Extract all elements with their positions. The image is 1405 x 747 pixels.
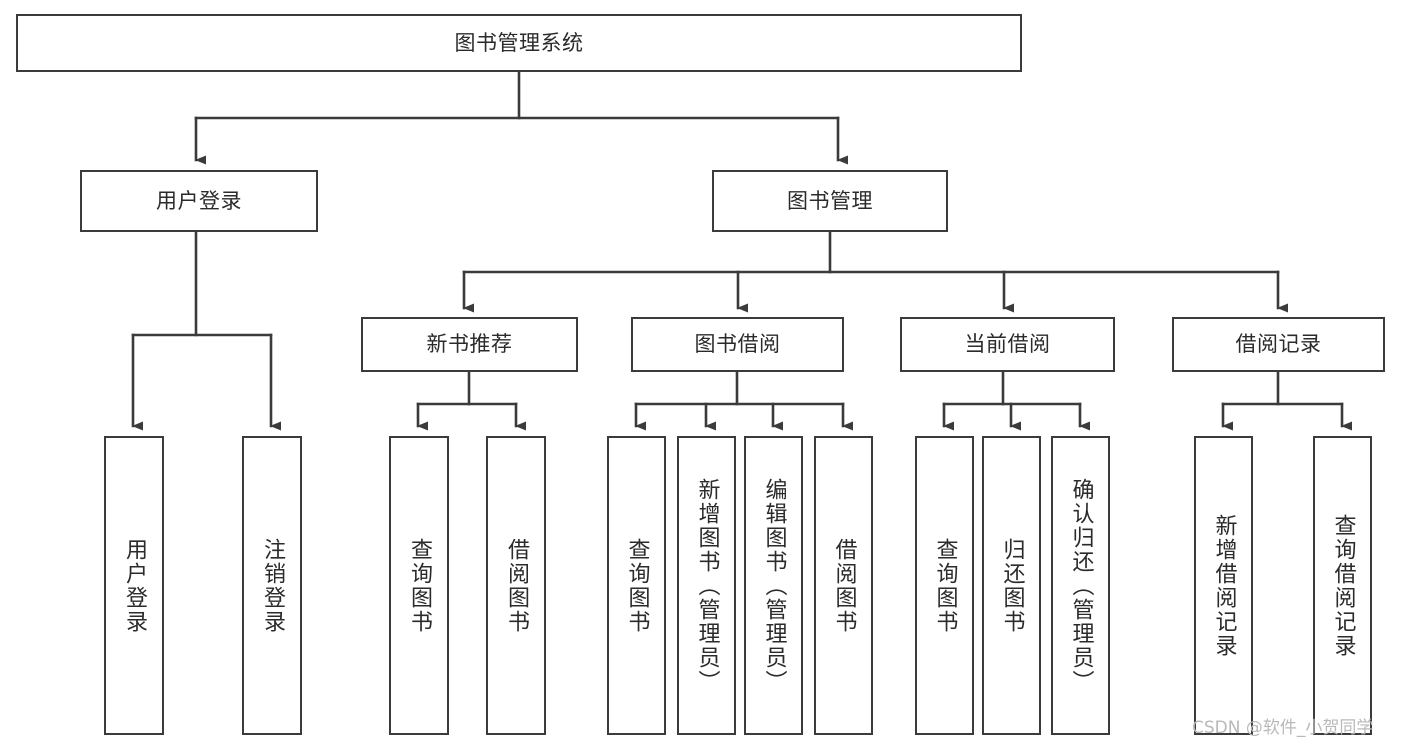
- node-new-book-recommend-label: 新书推荐: [426, 332, 513, 357]
- node-add-book-admin[interactable]: 新增图书（管理员）: [677, 436, 736, 735]
- node-query-book-1-label: 查询图书: [407, 537, 432, 634]
- node-query-book-3-label: 查询图书: [932, 537, 958, 634]
- node-confirm-return-admin[interactable]: 确认归还（管理员）: [1051, 436, 1110, 735]
- node-root[interactable]: 图书管理系统: [16, 14, 1022, 72]
- node-borrow-book-2-label: 借阅图书: [831, 537, 857, 634]
- node-current-borrow-label: 当前借阅: [964, 332, 1051, 357]
- node-query-book-1[interactable]: 查询图书: [389, 436, 449, 735]
- node-return-book[interactable]: 归还图书: [982, 436, 1041, 735]
- node-user-login-leaf-label: 用户登录: [122, 537, 147, 634]
- node-book-borrow-label: 图书借阅: [694, 332, 781, 357]
- node-query-borrow-record[interactable]: 查询借阅记录: [1313, 436, 1372, 735]
- node-borrow-book-2[interactable]: 借阅图书: [814, 436, 873, 735]
- node-borrow-book-1[interactable]: 借阅图书: [486, 436, 546, 735]
- node-book-borrow[interactable]: 图书借阅: [631, 317, 844, 372]
- node-borrow-book-1-label: 借阅图书: [504, 537, 529, 634]
- node-borrow-record[interactable]: 借阅记录: [1172, 317, 1385, 372]
- node-add-borrow-record[interactable]: 新增借阅记录: [1194, 436, 1253, 735]
- node-edit-book-admin-label: 编辑图书（管理员）: [761, 477, 787, 694]
- node-confirm-return-admin-label: 确认归还（管理员）: [1068, 477, 1094, 694]
- node-query-book-2[interactable]: 查询图书: [607, 436, 666, 735]
- node-query-borrow-record-label: 查询借阅记录: [1330, 513, 1356, 658]
- node-query-book-3[interactable]: 查询图书: [915, 436, 974, 735]
- node-add-borrow-record-label: 新增借阅记录: [1211, 513, 1237, 658]
- node-book-manage[interactable]: 图书管理: [712, 170, 948, 232]
- node-current-borrow[interactable]: 当前借阅: [900, 317, 1115, 372]
- node-user-login[interactable]: 用户登录: [80, 170, 318, 232]
- node-borrow-record-label: 借阅记录: [1235, 332, 1322, 357]
- node-edit-book-admin[interactable]: 编辑图书（管理员）: [744, 436, 803, 735]
- node-user-logout-leaf[interactable]: 注销登录: [242, 436, 302, 735]
- node-book-manage-label: 图书管理: [787, 188, 873, 213]
- node-new-book-recommend[interactable]: 新书推荐: [361, 317, 578, 372]
- node-add-book-admin-label: 新增图书（管理员）: [694, 477, 720, 694]
- node-user-login-leaf[interactable]: 用户登录: [104, 436, 164, 735]
- node-return-book-label: 归还图书: [999, 537, 1025, 634]
- node-root-label: 图书管理系统: [454, 30, 584, 55]
- node-query-book-2-label: 查询图书: [624, 537, 650, 634]
- node-user-login-label: 用户登录: [156, 188, 242, 213]
- node-user-logout-leaf-label: 注销登录: [260, 537, 285, 634]
